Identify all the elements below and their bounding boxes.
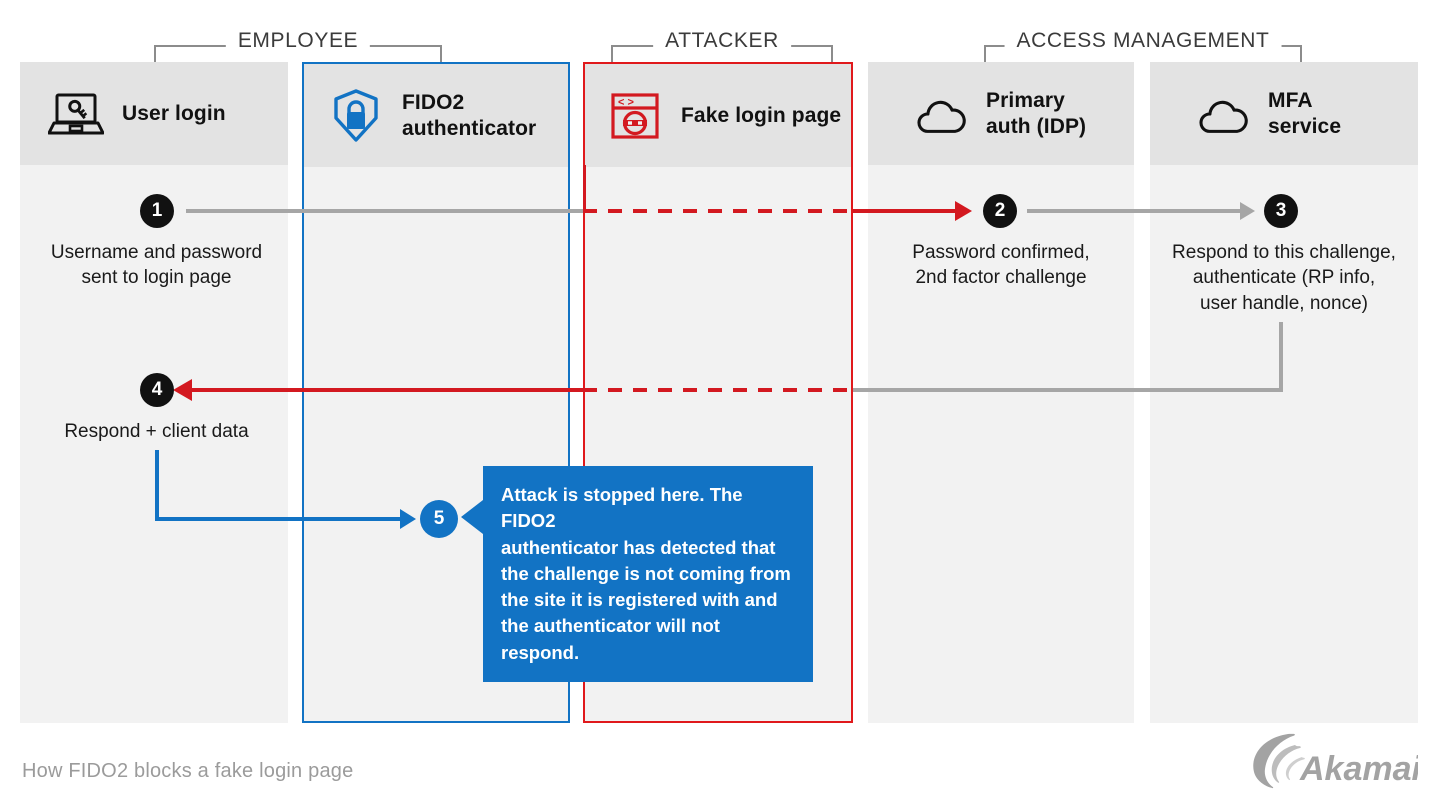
step-text-3-line3: user handle, nonce) (1200, 292, 1368, 314)
arrowhead-into-mfa-service (1240, 202, 1255, 220)
column-primary-auth: Primary auth (IDP) (868, 62, 1134, 723)
svg-text:< >: < > (618, 96, 634, 108)
column-title-line2: service (1268, 114, 1342, 138)
arrowhead-into-step5 (400, 509, 416, 529)
step-text-4: Respond + client data (24, 419, 289, 444)
column-title-fido2-authenticator: FIDO2 authenticator (402, 90, 536, 141)
connector-step4-red-dashed (583, 388, 855, 392)
bracket-tick-left (984, 45, 986, 62)
connector-step5-elbow-vertical (155, 450, 159, 521)
group-bracket-attacker: ATTACKER (611, 28, 833, 62)
bracket-tick-right (1300, 45, 1302, 62)
step-text-3-line1: Respond to this challenge, (1172, 242, 1396, 263)
group-label-access-management: ACCESS MANAGEMENT (1004, 28, 1282, 54)
step-text-2-line2: 2nd factor challenge (915, 267, 1087, 289)
step-text-1: Username and password sent to login page (24, 240, 289, 291)
shield-lock-icon (328, 88, 384, 142)
connector-step4-red-solid (190, 388, 586, 392)
svg-text:Akamai: Akamai (1299, 750, 1418, 788)
column-title-mfa-service: MFA service (1268, 88, 1341, 139)
step-text-3: Respond to this challenge, authenticate … (1152, 240, 1416, 316)
step-circle-3: 3 (1264, 194, 1298, 228)
callout-line-3: the challenge is not coming from (501, 562, 791, 584)
step-text-2-line1: Password confirmed, (912, 242, 1090, 263)
step-circle-4: 4 (140, 373, 174, 407)
column-title-line1: FIDO2 (402, 90, 465, 114)
step-circle-1: 1 (140, 194, 174, 228)
cloud-icon (1194, 89, 1250, 139)
step-circle-2: 2 (983, 194, 1017, 228)
step-circle-5: 5 (420, 500, 458, 538)
step-text-4-line1: Respond + client data (64, 421, 249, 442)
bracket-tick-left (611, 45, 613, 62)
cloud-icon (912, 89, 968, 139)
akamai-logo: Akamai (1248, 728, 1423, 790)
bracket-tick-right (440, 45, 442, 62)
column-header-primary-auth: Primary auth (IDP) (868, 62, 1134, 165)
group-label-employee: EMPLOYEE (225, 28, 371, 54)
arrowhead-into-primary-auth (955, 201, 972, 221)
browser-mask-icon: < > (607, 91, 663, 141)
callout-attack-stopped: Attack is stopped here. The FIDO2 authen… (461, 466, 813, 682)
connector-step5-elbow-horizontal (155, 517, 403, 521)
column-title-fake-login-page: Fake login page (681, 103, 842, 127)
connector-step1-red-solid (853, 209, 958, 213)
column-title-line1: MFA (1268, 88, 1313, 112)
column-title-user-login: User login (122, 101, 226, 125)
column-mfa-service: MFA service (1150, 62, 1418, 723)
step-text-1-line1: Username and password (50, 242, 263, 263)
connector-step1-gray (186, 209, 583, 213)
bracket-tick-right (831, 45, 833, 62)
step-text-2: Password confirmed, 2nd factor challenge (870, 240, 1132, 291)
column-title-line2: authenticator (402, 116, 537, 140)
callout-tail (461, 500, 483, 534)
connector-mfa-elbow-horizontal (853, 388, 1283, 392)
step-number-5: 5 (433, 508, 445, 529)
attacker-column-red-accent-top (583, 165, 586, 213)
step-number-4: 4 (151, 379, 163, 400)
column-title-line2: auth (IDP) (986, 114, 1087, 138)
step-number-2: 2 (994, 200, 1006, 221)
arrowhead-into-step4 (173, 379, 192, 401)
callout-line-2: authenticator has detected that (501, 536, 776, 558)
laptop-key-icon (48, 89, 104, 139)
step-text-1-line2: sent to login page (81, 267, 232, 289)
connector-step1-red-dashed (583, 209, 853, 213)
diagram-caption: How FIDO2 blocks a fake login page (22, 760, 354, 782)
column-header-user-login: User login (20, 62, 288, 165)
group-label-attacker: ATTACKER (653, 28, 791, 54)
callout-line-5: the authenticator will not respond. (501, 615, 720, 663)
step-number-1: 1 (151, 200, 163, 221)
column-header-fido2-authenticator: FIDO2 authenticator (304, 64, 568, 167)
group-bracket-employee: EMPLOYEE (154, 28, 442, 62)
connector-step2-to-step3-gray (1027, 209, 1242, 213)
column-header-mfa-service: MFA service (1150, 62, 1418, 165)
column-title-primary-auth: Primary auth (IDP) (986, 88, 1086, 139)
callout-line-4: the site it is registered with and (501, 589, 778, 611)
bracket-tick-left (154, 45, 156, 62)
column-title-line1: Primary (986, 88, 1065, 112)
step-text-3-line2: authenticate (RP info, (1192, 267, 1376, 289)
group-bracket-access-management: ACCESS MANAGEMENT (984, 28, 1302, 62)
step-number-3: 3 (1275, 200, 1287, 221)
callout-line-1: Attack is stopped here. The FIDO2 (501, 484, 743, 532)
connector-mfa-elbow-vertical (1279, 322, 1283, 392)
column-header-fake-login-page: < > Fake login page (585, 64, 851, 167)
